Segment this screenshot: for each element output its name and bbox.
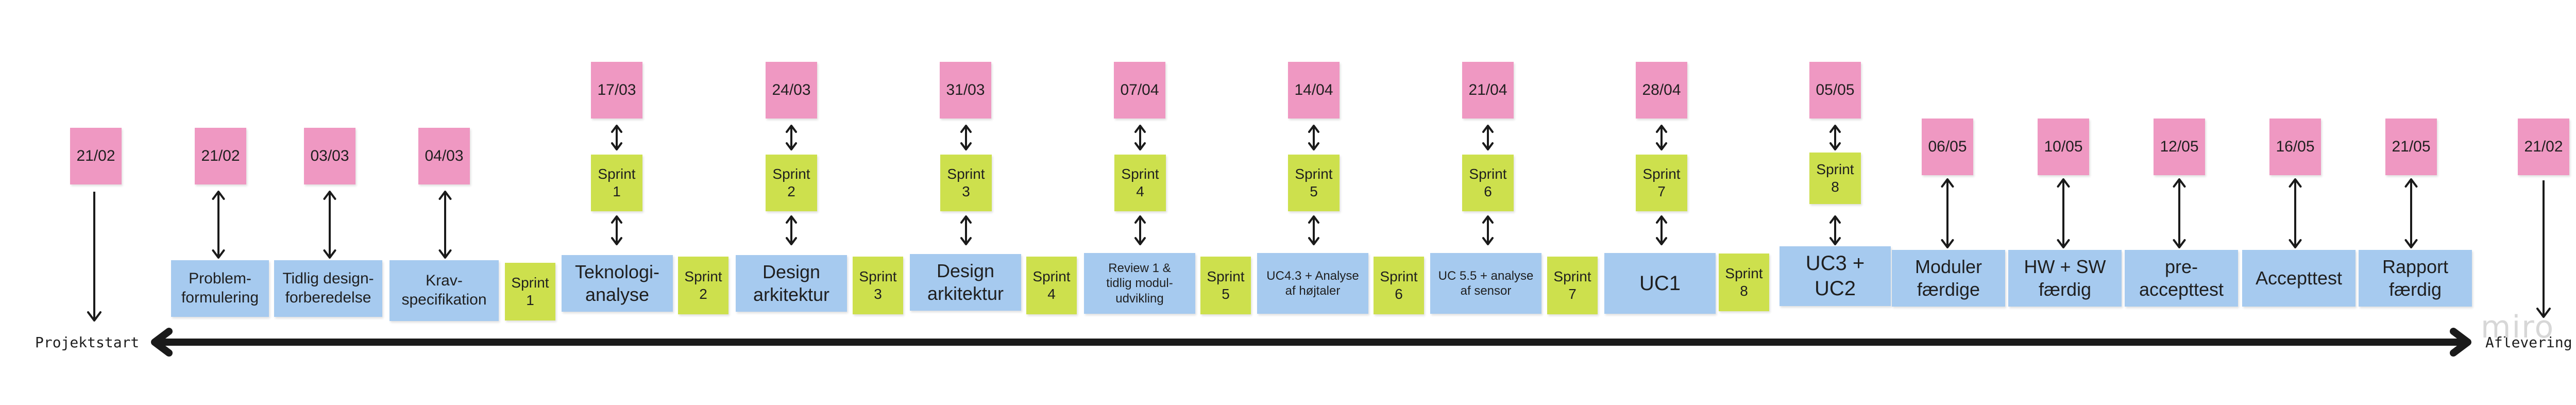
sprint-7-upper-arrow bbox=[1656, 125, 1667, 150]
miro-watermark: miro bbox=[2481, 309, 2555, 345]
aflevering-label: Aflevering bbox=[2485, 334, 2572, 351]
problemformulering-task[interactable]: Problem- formulering bbox=[171, 260, 269, 317]
hwsw-date-note[interactable]: 10/05 bbox=[2038, 119, 2089, 175]
sprint-5-lower-arrow bbox=[1308, 215, 1319, 245]
hwsw-task[interactable]: HW + SW færdig bbox=[2008, 250, 2122, 307]
sprint-3-upper-arrow bbox=[960, 125, 972, 150]
start-arrow bbox=[87, 192, 101, 322]
sprint-6-bottom-note[interactable]: Sprint 6 bbox=[1374, 257, 1424, 314]
sprint-1-bottom-note[interactable]: Sprint 1 bbox=[505, 263, 555, 320]
sprint-7-top-note[interactable]: Sprint 7 bbox=[1636, 155, 1687, 211]
krav-arrow bbox=[438, 191, 452, 259]
end-date-note[interactable]: 21/02 bbox=[2518, 119, 2569, 175]
moduler-arrow bbox=[1941, 178, 1954, 248]
sprint-3-top-note[interactable]: Sprint 3 bbox=[940, 155, 992, 211]
sprint-1-upper-arrow bbox=[611, 125, 622, 150]
end-arrow bbox=[2536, 180, 2551, 318]
problem-date-note[interactable]: 21/02 bbox=[195, 128, 246, 184]
sprint1-date-note[interactable]: 17/03 bbox=[591, 62, 642, 119]
sprint-6-top-note[interactable]: Sprint 6 bbox=[1462, 155, 1514, 211]
accepttest-task[interactable]: Accepttest bbox=[2242, 250, 2355, 307]
uc55-task[interactable]: UC 5.5 + analyse af sensor bbox=[1430, 253, 1541, 314]
krav-task[interactable]: Krav- specifikation bbox=[389, 260, 499, 321]
sprint-5-top-note[interactable]: Sprint 5 bbox=[1288, 155, 1340, 211]
uc43-task[interactable]: UC4.3 + Analyse af højtaler bbox=[1257, 253, 1368, 314]
sprint-4-top-note[interactable]: Sprint 4 bbox=[1114, 155, 1166, 211]
moduler-date-note[interactable]: 06/05 bbox=[1922, 119, 1973, 175]
sprint6-date-note[interactable]: 21/04 bbox=[1462, 62, 1514, 119]
tidlig-arrow bbox=[323, 191, 336, 259]
sprint-7-lower-arrow bbox=[1656, 215, 1667, 245]
timeline-arrow bbox=[151, 328, 2471, 357]
moduler-task[interactable]: Moduler færdige bbox=[1892, 250, 2005, 307]
krav-date-note[interactable]: 04/03 bbox=[418, 128, 470, 184]
rapport-task[interactable]: Rapport færdig bbox=[2359, 250, 2472, 307]
sprint-8-upper-arrow bbox=[1829, 125, 1841, 150]
sprint-2-upper-arrow bbox=[786, 125, 797, 150]
uc1-task[interactable]: UC1 bbox=[1604, 253, 1716, 314]
design1-task[interactable]: Design arkitektur bbox=[736, 255, 847, 312]
sprint-5-upper-arrow bbox=[1308, 125, 1319, 150]
projektstart-label: Projektstart bbox=[35, 334, 140, 351]
sprint7-date-note[interactable]: 28/04 bbox=[1636, 62, 1687, 119]
sprint-8-bottom-note[interactable]: Sprint 8 bbox=[1719, 254, 1769, 311]
tidlig-date-note[interactable]: 03/03 bbox=[304, 128, 355, 184]
sprint-4-upper-arrow bbox=[1134, 125, 1146, 150]
sprint-2-lower-arrow bbox=[786, 215, 797, 245]
sprint5-date-note[interactable]: 14/04 bbox=[1288, 62, 1340, 119]
sprint-6-lower-arrow bbox=[1482, 215, 1494, 245]
pre-date-note[interactable]: 12/05 bbox=[2154, 119, 2205, 175]
sprint-2-bottom-note[interactable]: Sprint 2 bbox=[678, 257, 728, 314]
design2-task[interactable]: Design arkitektur bbox=[910, 254, 1021, 311]
sprint-5-bottom-note[interactable]: Sprint 5 bbox=[1200, 257, 1251, 314]
sprint-6-upper-arrow bbox=[1482, 125, 1494, 150]
sprint-2-top-note[interactable]: Sprint 2 bbox=[766, 155, 817, 211]
teknologi-task[interactable]: Teknologi- analyse bbox=[562, 255, 673, 312]
sprint8-date-note[interactable]: 05/05 bbox=[1809, 62, 1861, 119]
sprint-3-lower-arrow bbox=[960, 215, 972, 245]
sprint-1-top-note[interactable]: Sprint 1 bbox=[591, 155, 642, 211]
pre-task[interactable]: pre- accepttest bbox=[2125, 250, 2238, 307]
sprint-8-top-note[interactable]: Sprint 8 bbox=[1809, 153, 1861, 204]
sprint-7-bottom-note[interactable]: Sprint 7 bbox=[1547, 257, 1598, 314]
sprint-8-lower-arrow bbox=[1829, 215, 1841, 245]
rapport-date-note[interactable]: 21/05 bbox=[2385, 119, 2437, 175]
rapport-arrow bbox=[2404, 178, 2418, 248]
uc32-task[interactable]: UC3 + UC2 bbox=[1780, 246, 1891, 306]
sprint-1-lower-arrow bbox=[611, 215, 622, 245]
accept-arrow bbox=[2289, 178, 2302, 248]
hwsw-arrow bbox=[2057, 178, 2070, 248]
accept-date-note[interactable]: 16/05 bbox=[2269, 119, 2321, 175]
tidlig-task[interactable]: Tidlig design- forberedelse bbox=[274, 260, 382, 317]
problem-arrow bbox=[212, 191, 225, 259]
start-date-note[interactable]: 21/02 bbox=[70, 128, 122, 184]
sprint3-date-note[interactable]: 31/03 bbox=[940, 62, 991, 119]
review-task[interactable]: Review 1 & tidlig modul- udvikling bbox=[1084, 253, 1195, 314]
sprint-4-bottom-note[interactable]: Sprint 4 bbox=[1026, 257, 1077, 314]
pre-arrow bbox=[2173, 178, 2186, 248]
sprint-4-lower-arrow bbox=[1134, 215, 1146, 245]
sprint4-date-note[interactable]: 07/04 bbox=[1114, 62, 1165, 119]
sprint-3-bottom-note[interactable]: Sprint 3 bbox=[853, 257, 903, 314]
sprint2-date-note[interactable]: 24/03 bbox=[766, 62, 817, 119]
